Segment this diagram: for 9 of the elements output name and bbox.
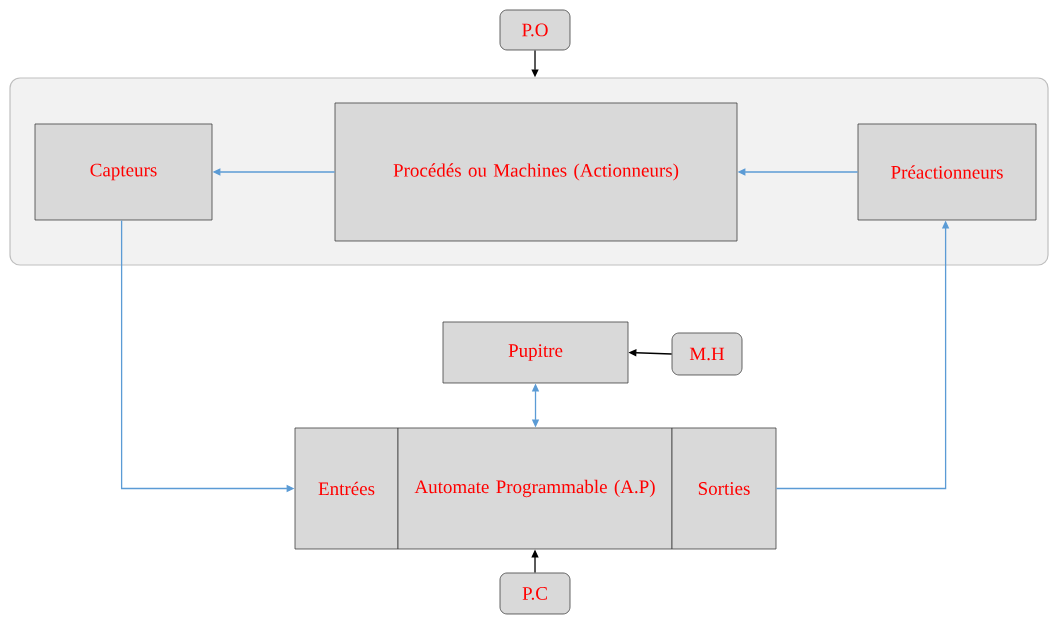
process-box: Sorties [671,427,777,550]
process-box: Entrées [294,427,399,550]
terminal-box: P.O [499,9,571,51]
process-box: Procédés ou Machines (Actionneurs) [334,102,738,242]
terminal-box: M.H [671,332,743,376]
process-box: Préactionneurs [857,123,1037,221]
terminal-box: P.C [499,572,571,615]
process-box: Capteurs [34,123,213,221]
process-box: Pupitre [442,321,629,384]
